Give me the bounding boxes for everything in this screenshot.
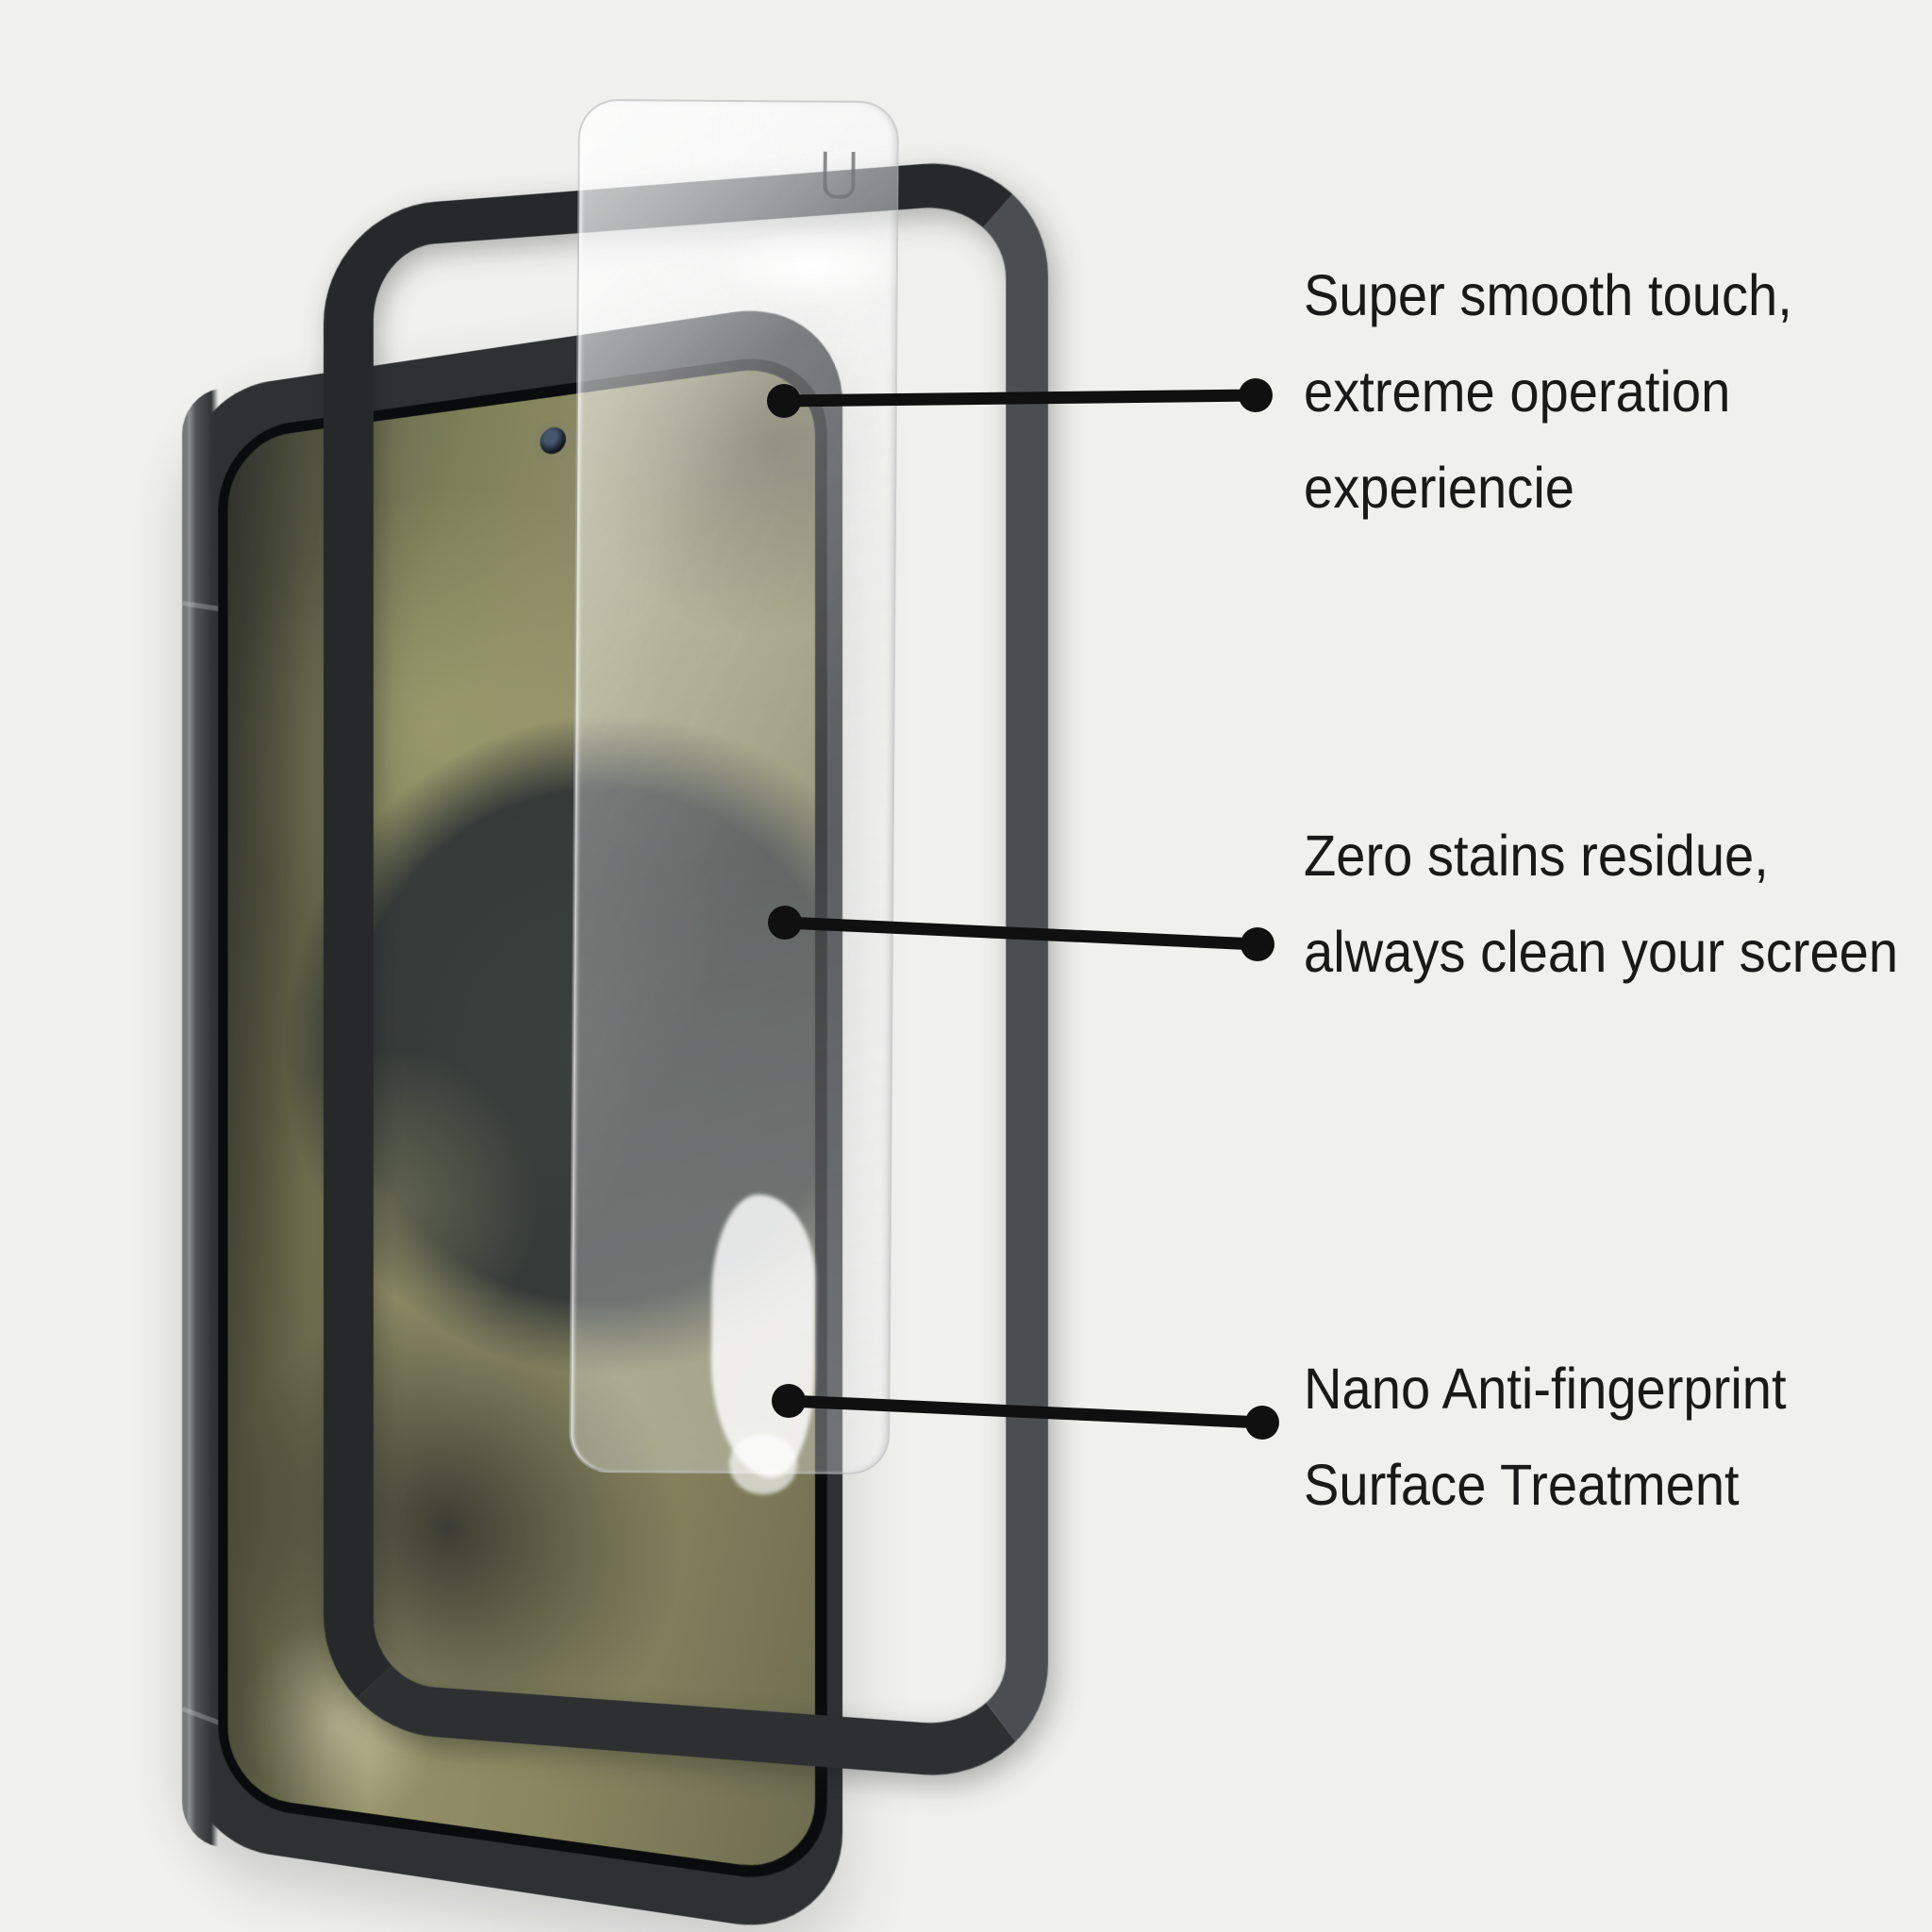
- callout-dot-icon: [772, 1384, 806, 1418]
- leader-anti-fingerprint: [772, 1384, 1279, 1440]
- callout-text-line: extreme operation: [1304, 359, 1731, 424]
- callout-dot-icon: [1241, 927, 1274, 961]
- callout-text-line: experiencie: [1304, 456, 1575, 520]
- leader-smooth-touch: [767, 378, 1273, 418]
- callout-dot-icon: [767, 384, 801, 418]
- callout-zero-stains: Zero stains residue, always clean your s…: [1304, 808, 1898, 1000]
- callout-text-line: Super smooth touch,: [1304, 263, 1792, 327]
- callout-text-line: Surface Treatment: [1304, 1453, 1740, 1517]
- callout-dot-icon: [1245, 1406, 1279, 1440]
- callout-text-line: Zero stains residue,: [1304, 824, 1769, 888]
- leader-line: [778, 916, 1264, 951]
- callout-text-line: Nano Anti-fingerprint: [1304, 1357, 1787, 1421]
- callout-dot-icon: [1239, 378, 1273, 412]
- callout-text-line: always clean your screen: [1304, 920, 1899, 984]
- leader-zero-stains: [768, 906, 1274, 961]
- callout-anti-fingerprint: Nano Anti-fingerprint Surface Treatment: [1304, 1341, 1787, 1533]
- callout-dot-icon: [768, 906, 802, 940]
- callout-smooth-touch: Super smooth touch, extreme operation ex…: [1304, 247, 1792, 536]
- leader-line: [777, 389, 1262, 408]
- leader-line: [782, 1394, 1269, 1429]
